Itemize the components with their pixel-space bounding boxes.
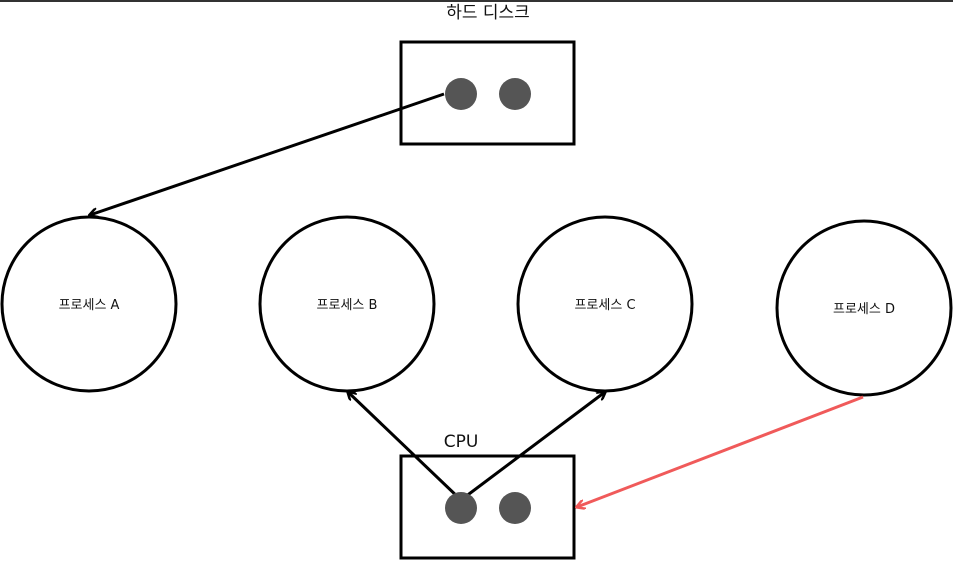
hard-disk-slot-1 [445, 78, 477, 110]
process-c: 프로세스 C [516, 215, 694, 393]
cpu: CPU [399, 432, 576, 560]
arrow-cpu-to-process-c [460, 392, 605, 502]
hard-disk-slot-2 [499, 78, 531, 110]
process-b: 프로세스 B [258, 215, 436, 393]
arrow-process-d-to-cpu [577, 395, 864, 507]
hard-disk-title: 하드 디스크 [446, 3, 530, 23]
cpu-core-1 [445, 492, 477, 524]
cpu-core-2 [499, 492, 531, 524]
process-d: 프로세스 D [775, 219, 953, 397]
process-d-label: 프로세스 D [833, 302, 895, 317]
hard-disk: 하드 디스크 [399, 3, 576, 146]
hard-disk-box [399, 40, 576, 146]
process-b-label: 프로세스 B [317, 298, 378, 313]
arrow-cpu-to-process-b [348, 392, 463, 502]
process-c-label: 프로세스 C [574, 298, 635, 313]
process-a-label: 프로세스 A [59, 298, 120, 313]
cpu-box [399, 454, 576, 560]
process-a: 프로세스 A [0, 215, 178, 393]
cpu-title: CPU [444, 432, 479, 452]
arrow-disk-to-process-a [90, 92, 445, 215]
process-a-circle [0, 215, 178, 393]
process-d-circle [775, 219, 953, 397]
top-border [0, 0, 953, 2]
